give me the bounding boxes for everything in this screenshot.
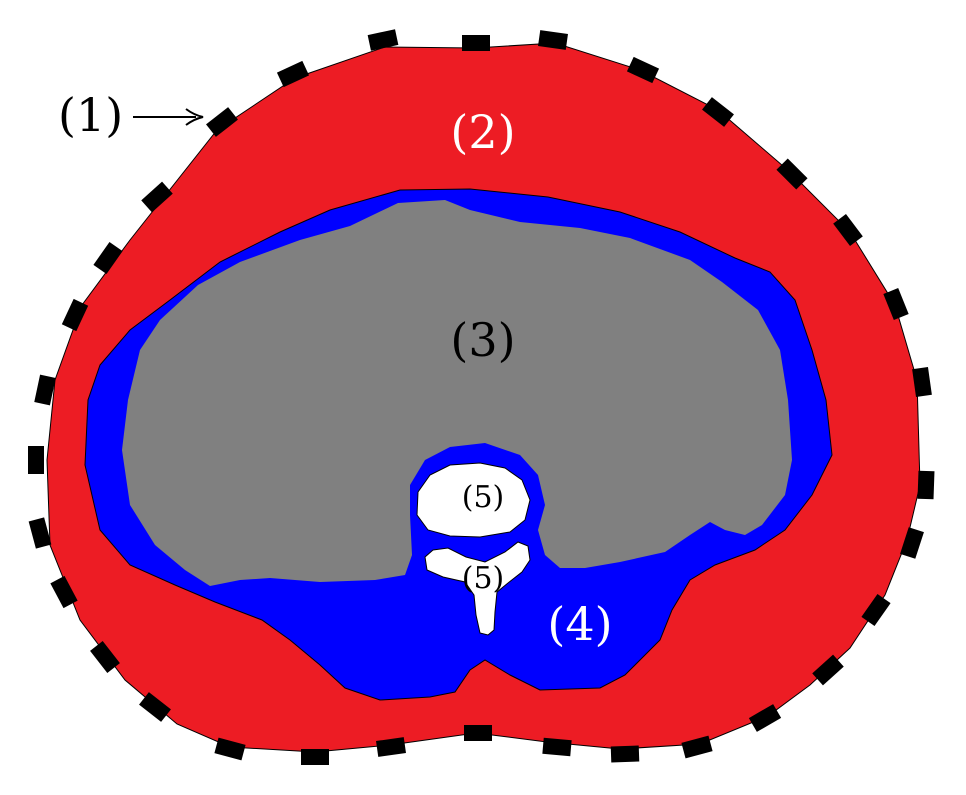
electrode bbox=[917, 470, 935, 500]
electrode bbox=[61, 298, 89, 332]
gray-region bbox=[122, 200, 792, 586]
electrode bbox=[833, 214, 863, 246]
electrode bbox=[542, 737, 572, 757]
electrode bbox=[214, 737, 246, 761]
electrode-ring bbox=[28, 29, 935, 765]
electrode bbox=[141, 181, 173, 213]
electrode bbox=[276, 60, 310, 88]
label-vertebra-body: (5) bbox=[462, 480, 505, 515]
electrode bbox=[776, 158, 808, 190]
electrode bbox=[610, 745, 640, 763]
label-vertebra-arch: (5) bbox=[462, 561, 505, 596]
electrode bbox=[538, 30, 568, 50]
vertebra-arch bbox=[424, 541, 531, 636]
label-gray-region: (3) bbox=[450, 313, 515, 367]
label-blue-region: (4) bbox=[547, 597, 612, 651]
label-electrodes: (1) bbox=[58, 88, 124, 142]
electrode bbox=[912, 367, 932, 397]
electrode bbox=[301, 749, 329, 765]
electrode bbox=[861, 593, 891, 627]
electrode bbox=[28, 517, 52, 549]
electrode bbox=[812, 654, 844, 686]
electrode bbox=[748, 704, 782, 732]
electrode bbox=[90, 641, 120, 673]
electrode bbox=[900, 527, 924, 559]
pointer-arrow-head bbox=[185, 108, 204, 126]
electrode bbox=[367, 29, 399, 51]
electrode bbox=[206, 107, 238, 137]
electrode bbox=[681, 735, 713, 759]
electrode bbox=[626, 56, 660, 84]
vertebra-body bbox=[416, 462, 531, 538]
electrode bbox=[883, 288, 909, 320]
label-red-region: (2) bbox=[450, 105, 515, 159]
electrode bbox=[28, 446, 44, 474]
electrode bbox=[702, 97, 734, 127]
electrode bbox=[34, 374, 56, 406]
electrode bbox=[464, 725, 492, 741]
electrode bbox=[139, 692, 171, 722]
electrode bbox=[50, 575, 78, 609]
electrode bbox=[376, 737, 406, 757]
electrode bbox=[462, 35, 490, 51]
electrode bbox=[93, 241, 123, 275]
